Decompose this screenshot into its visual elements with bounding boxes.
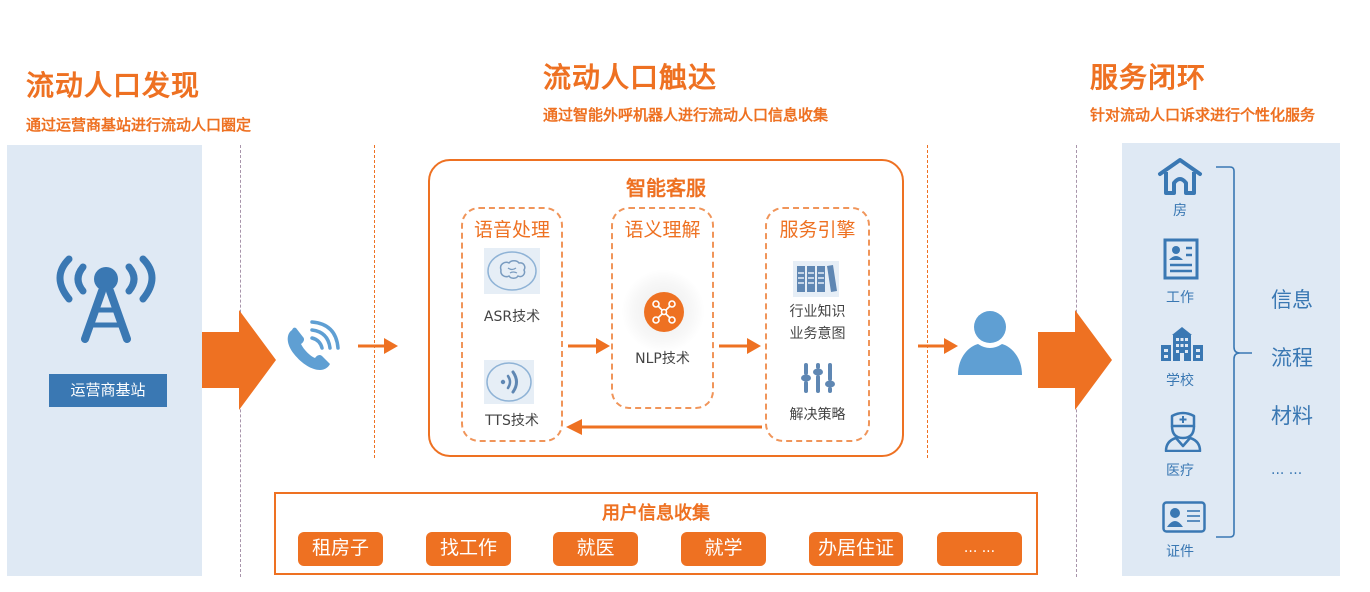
tag-rent-house: 租房子 [298, 532, 383, 566]
base-station-label: 运营商基站 [49, 374, 167, 407]
module-title: 语义理解 [624, 219, 701, 241]
service-loop-panel [1122, 143, 1340, 576]
arrow-right-icon [568, 338, 610, 354]
smart-service-title: 智能客服 [626, 176, 706, 200]
service-label-school: 学校 [1166, 373, 1194, 389]
user-info-collection-box [274, 492, 1038, 575]
strategy-label: 解决策略 [789, 407, 846, 423]
house-icon [1158, 158, 1202, 195]
service-label-house: 房 [1173, 203, 1187, 219]
knowledge-label-line2: 业务意图 [789, 326, 846, 342]
doctor-icon [1164, 411, 1202, 452]
divider-line [374, 145, 375, 458]
module-title: 服务引擎 [779, 219, 856, 241]
output-info: 信息 [1271, 288, 1313, 312]
discovery-panel: 运营商基站 [7, 145, 202, 576]
service-label-work: 工作 [1166, 290, 1194, 306]
cell-tower-icon [56, 255, 156, 343]
big-arrow-right-icon [202, 310, 276, 410]
resume-icon [1163, 238, 1199, 280]
nlp-label: NLP技术 [635, 351, 690, 367]
books-icon [793, 261, 839, 297]
brain-icon [484, 248, 540, 294]
section-subtitle-service-loop: 针对流动人口诉求进行个性化服务 [1090, 106, 1316, 124]
service-label-medical: 医疗 [1166, 463, 1194, 479]
bracket-icon [1216, 166, 1252, 538]
arrow-right-icon [918, 338, 958, 354]
smart-service-box [428, 159, 904, 457]
sound-wave-icon [484, 360, 534, 404]
section-subtitle-reach: 通过智能外呼机器人进行流动人口信息收集 [543, 106, 829, 124]
output-materials: 材料 [1271, 404, 1313, 428]
user-info-collection-title: 用户信息收集 [602, 503, 710, 524]
output-more: ... ... [1271, 462, 1303, 478]
arrow-left-icon [566, 419, 762, 435]
service-label-id: 证件 [1166, 544, 1194, 560]
module-speech-processing [461, 207, 563, 442]
arrow-right-icon [358, 338, 398, 354]
user-icon [958, 311, 1022, 375]
tag-more: ... ... [937, 532, 1022, 566]
id-card-icon [1162, 501, 1206, 533]
output-process: 流程 [1271, 346, 1313, 370]
tts-label: TTS技术 [485, 413, 539, 429]
module-title: 语音处理 [473, 219, 550, 241]
section-title-discovery: 流动人口发现 [26, 69, 201, 102]
asr-label: ASR技术 [483, 309, 541, 325]
section-title-service-loop: 服务闭环 [1090, 61, 1207, 94]
divider-line [927, 145, 928, 458]
module-service-engine [765, 207, 870, 442]
big-arrow-right-icon [1038, 310, 1112, 410]
module-semantic-understanding [611, 207, 714, 409]
phone-call-icon [287, 320, 340, 370]
tag-residence-permit: 办居住证 [809, 532, 903, 566]
section-subtitle-discovery: 通过运营商基站进行流动人口圈定 [26, 116, 252, 134]
section-title-reach: 流动人口触达 [543, 61, 718, 94]
tag-school: 就学 [681, 532, 766, 566]
network-nodes-icon [644, 292, 684, 332]
sliders-icon [801, 363, 835, 393]
tag-medical: 就医 [553, 532, 638, 566]
tag-find-job: 找工作 [426, 532, 511, 566]
knowledge-label-line1: 行业知识 [789, 304, 846, 320]
school-icon [1161, 327, 1203, 361]
arrow-right-icon [719, 338, 761, 354]
